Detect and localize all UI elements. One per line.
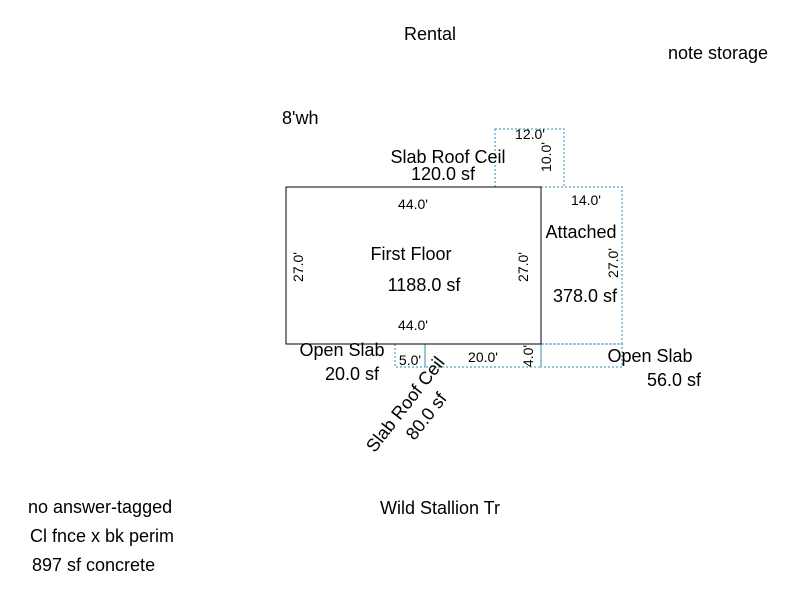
- open-slab-left-outline: [394, 343, 426, 368]
- footer-note-2: Cl fnce x bk perim: [30, 526, 174, 546]
- height-note: 8'wh: [282, 108, 318, 128]
- slab-top-width: 12.0': [515, 126, 545, 142]
- open-slab-left-name: Open Slab: [299, 340, 384, 360]
- slab-bottom-height: 4.0': [520, 345, 536, 367]
- open-slab-right-area: 56.0 sf: [647, 370, 702, 390]
- first-floor-area: 1188.0 sf: [388, 275, 462, 295]
- footer-note-3: 897 sf concrete: [32, 555, 155, 575]
- open-slab-left-width: 5.0': [399, 352, 421, 368]
- header-note: note storage: [668, 43, 768, 63]
- attached-area: 378.0 sf: [553, 286, 618, 306]
- header-title: Rental: [404, 24, 456, 44]
- open-slab-left-area: 20.0 sf: [325, 364, 380, 384]
- open-slab-right-name: Open Slab: [607, 346, 692, 366]
- slab-bottom-width: 20.0': [468, 349, 498, 365]
- street-name: Wild Stallion Tr: [380, 498, 500, 518]
- slab-top-area: 120.0 sf: [411, 164, 476, 184]
- open-slab-right-outline: [540, 343, 623, 368]
- ff-right-dim: 27.0': [515, 252, 531, 282]
- slab-top-height: 10.0': [538, 142, 554, 172]
- first-floor-name: First Floor: [371, 244, 452, 264]
- attached-name: Attached: [545, 222, 616, 242]
- first-floor-outline: [285, 186, 542, 345]
- footer-note-1: no answer-tagged: [28, 497, 172, 517]
- ff-left-dim: 27.0': [290, 252, 306, 282]
- ff-bottom-dim: 44.0': [398, 317, 428, 333]
- ff-top-dim: 44.0': [398, 196, 428, 212]
- attached-height-dim: 27.0': [605, 248, 621, 278]
- slab-top-name: Slab Roof Ceil: [390, 147, 505, 167]
- attached-width-dim: 14.0': [571, 192, 601, 208]
